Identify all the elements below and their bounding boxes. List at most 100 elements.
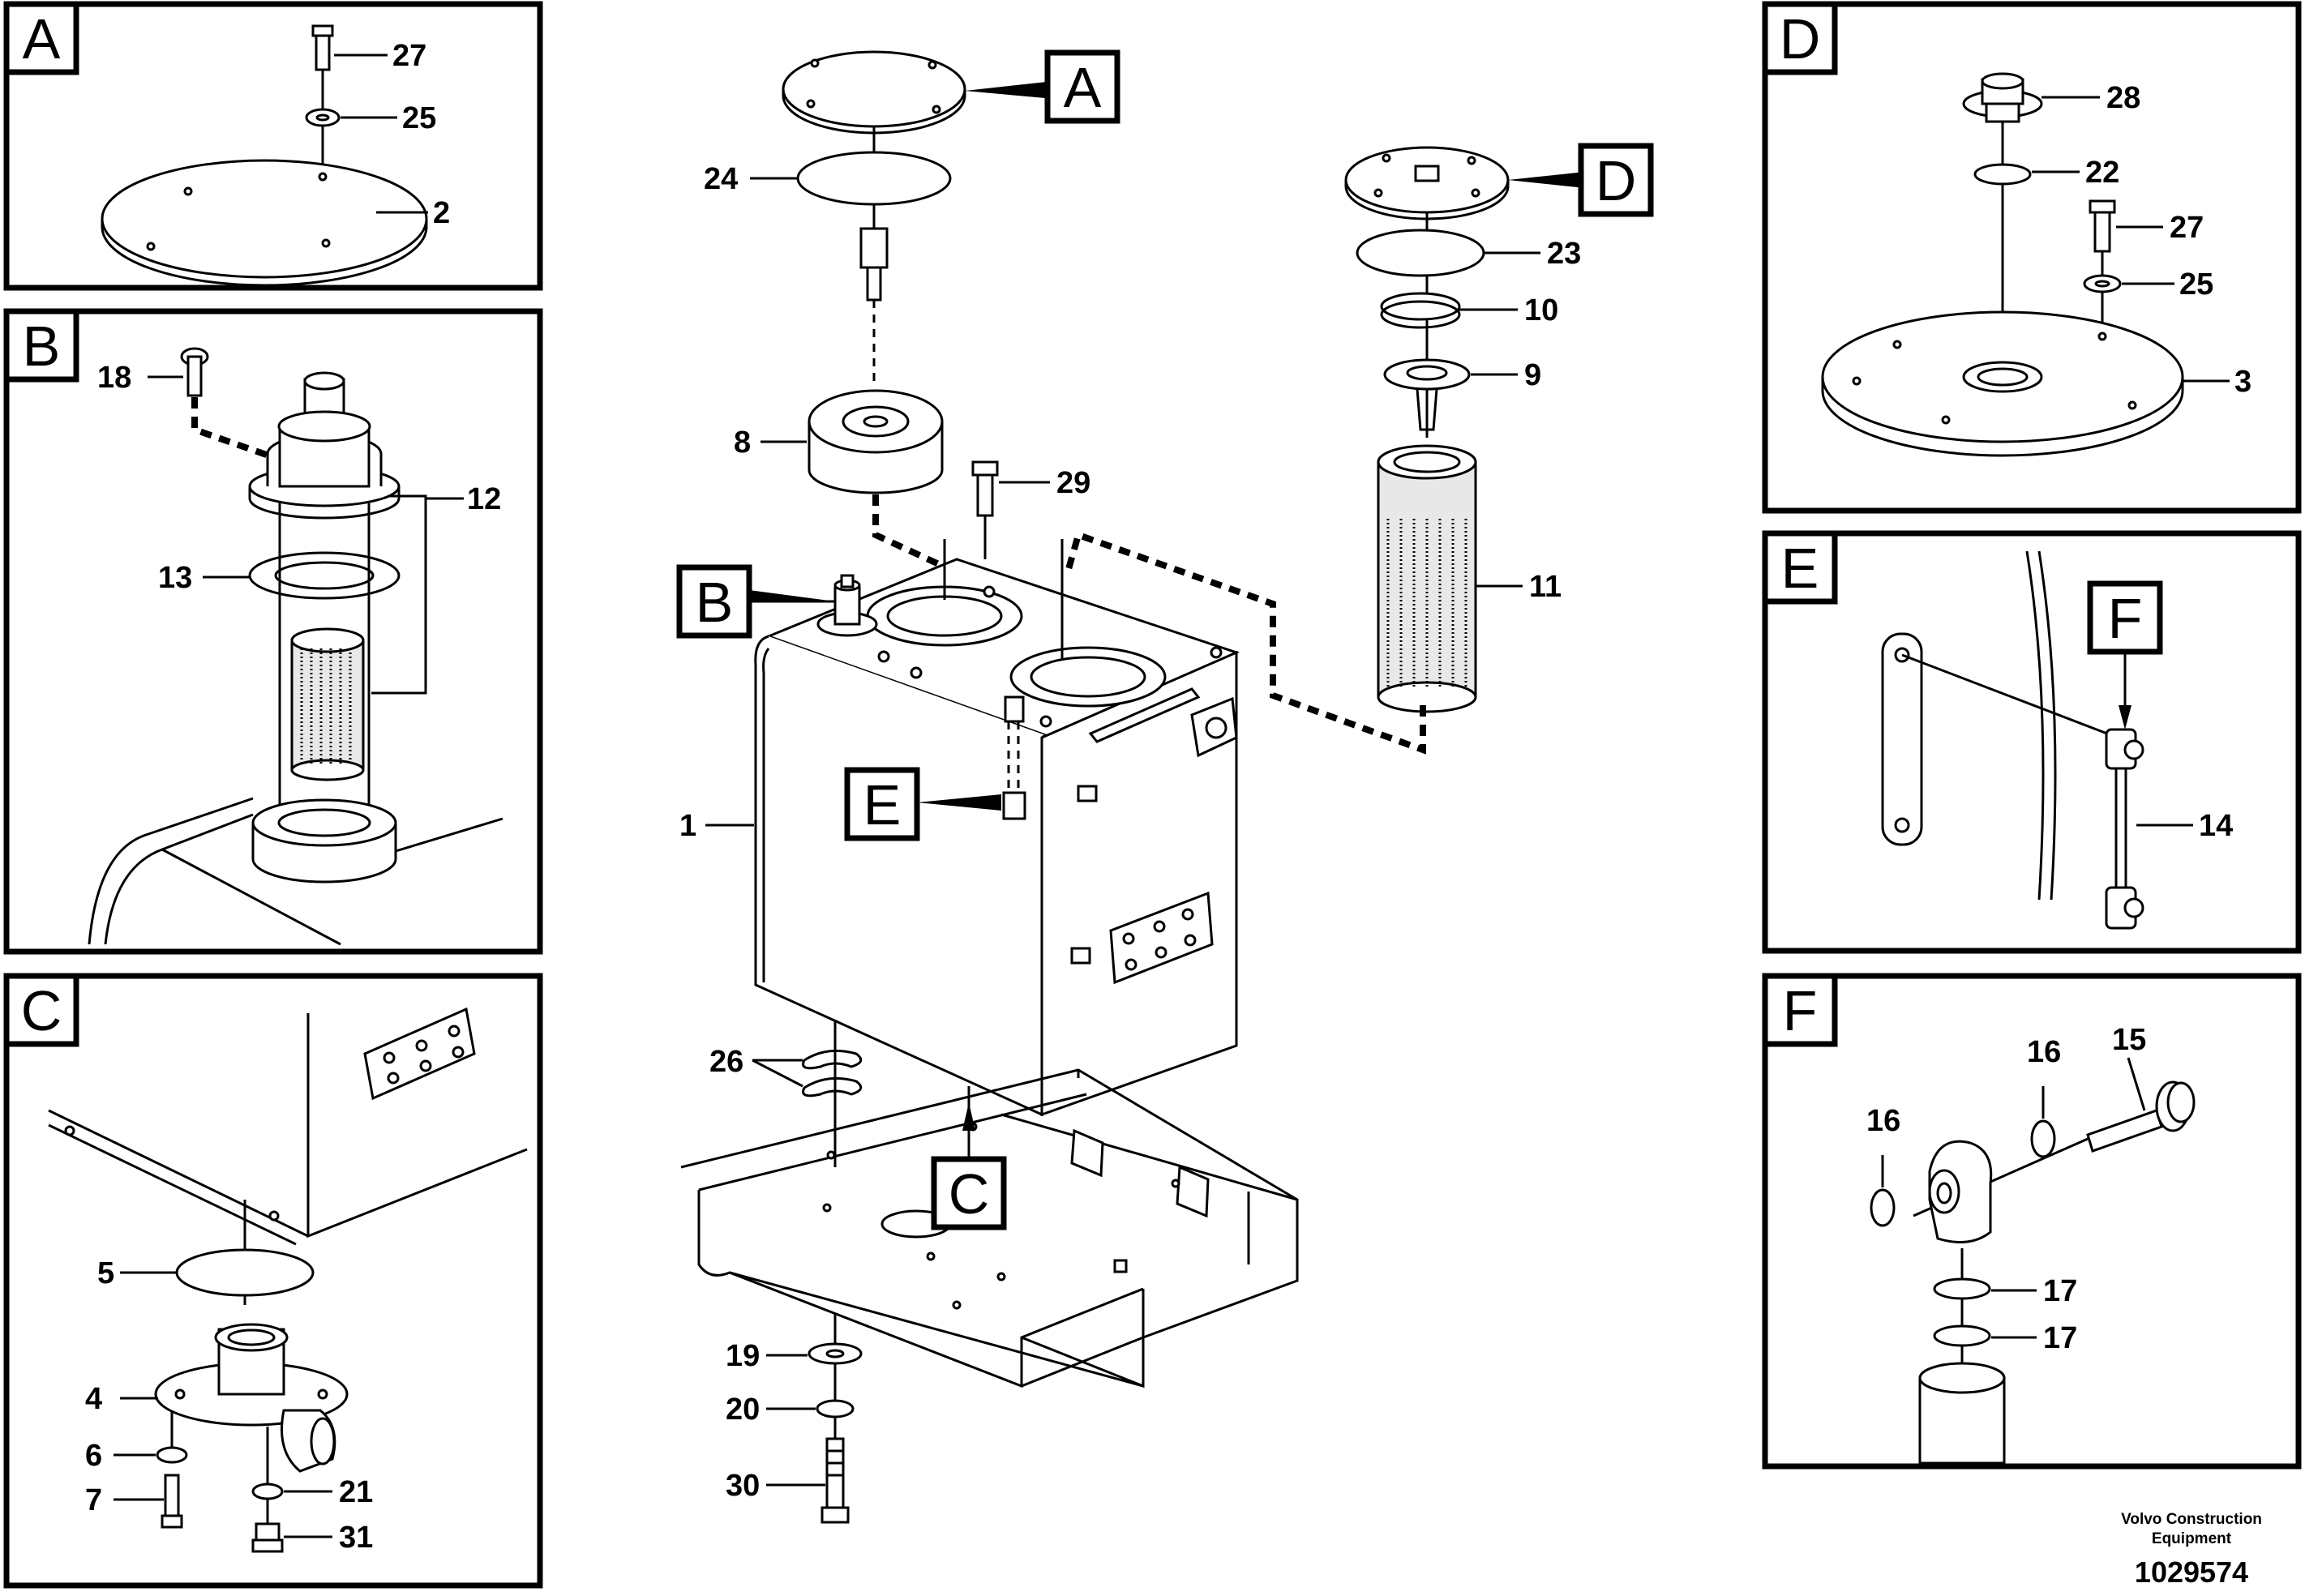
callout-13: 13 (158, 561, 192, 595)
filter-cover (1344, 146, 1510, 220)
o-ring-icon (1356, 229, 1485, 277)
callout-21: 21 (339, 1475, 373, 1509)
callout-9: 9 (1524, 358, 1541, 392)
bolt-icon (971, 460, 999, 517)
callout-25: 25 (402, 101, 436, 135)
bolt-icon (161, 1474, 183, 1529)
detail-panel-b: B 18 13 (3, 308, 543, 955)
panel-f-label: F (1783, 979, 1818, 1042)
detail-panel-d: D 28 22 27 25 (1762, 1, 2302, 514)
panel-b-label: B (23, 314, 61, 378)
panel-e-label-box (1762, 530, 1838, 605)
panel-a-label: A (23, 7, 61, 71)
gasket (248, 551, 401, 600)
hydraulic-tank (754, 539, 1240, 1117)
washer-icon (156, 1446, 188, 1464)
panel-c-label-box (3, 973, 79, 1047)
spring-icon (1380, 292, 1461, 329)
drawing-number: 1029574 (2134, 1555, 2249, 1589)
mounting-strap (1881, 632, 1923, 846)
filter-housing (248, 371, 401, 520)
callout-17: 17 (2043, 1274, 2077, 1308)
panel-d-label: D (1780, 7, 1821, 71)
callout-5: 5 (97, 1256, 114, 1290)
callout-29: 29 (1056, 466, 1090, 500)
filter-element (290, 627, 365, 781)
seal-icon (2030, 1119, 2056, 1158)
callout-7: 7 (85, 1483, 102, 1517)
tag-c-label: C (949, 1162, 990, 1226)
panel-d-label-box (1762, 1, 1838, 75)
banjo-fitting (1928, 1140, 1993, 1243)
seal-icon (1870, 1188, 1896, 1227)
tag-a-label: A (1064, 56, 1102, 119)
tag-d-box (1578, 143, 1654, 217)
panel-a-label-box (3, 1, 79, 75)
mounting-frame (680, 1068, 1299, 1388)
callout-15: 15 (2112, 1023, 2146, 1057)
callout-3: 3 (2234, 365, 2251, 399)
shim-icon (802, 1049, 863, 1098)
callout-12: 12 (467, 482, 501, 516)
plug-icon (251, 1522, 284, 1553)
o-ring-icon (1973, 163, 2032, 186)
callout-19: 19 (726, 1339, 760, 1373)
callout-22: 22 (2085, 156, 2119, 190)
tag-e-label: E (863, 773, 902, 837)
banjo-bolt (2086, 1080, 2196, 1153)
tank-outline (88, 797, 254, 945)
tag-a-box (1044, 49, 1120, 124)
panel-e-label: E (1781, 537, 1819, 600)
callout-25: 25 (2179, 267, 2213, 302)
sight-gauge (2105, 728, 2144, 930)
panel-c-label: C (21, 979, 62, 1042)
callout-16b: 16 (1866, 1104, 1900, 1138)
port-plate (363, 1007, 476, 1101)
callout-28: 28 (2106, 81, 2140, 115)
screw-icon (180, 347, 209, 397)
callout-16: 16 (2027, 1035, 2061, 1069)
tag-d-label: D (1596, 149, 1637, 212)
lock-washer-icon (816, 1399, 855, 1418)
callout-8: 8 (734, 426, 751, 460)
o-ring-icon (175, 1248, 315, 1297)
o-ring-icon (796, 151, 952, 206)
filter-cartridge (1377, 444, 1477, 713)
callout-30: 30 (726, 1469, 760, 1503)
detail-panel-f: F 15 16 16 17 17 (1762, 973, 2302, 1470)
callout-27: 27 (2170, 211, 2204, 245)
cover-plate (1821, 310, 2184, 457)
panel-b-label-box (3, 308, 79, 383)
bypass-valve (1383, 358, 1471, 431)
return-filter (808, 389, 944, 494)
tag-b-label: B (696, 571, 734, 634)
callout-11: 11 (1529, 570, 1562, 604)
detail-panel-c: C 5 (3, 973, 543, 1589)
level-sensor (859, 227, 889, 302)
callout-23: 23 (1547, 237, 1581, 271)
cover-plate (101, 159, 428, 287)
callout-10: 10 (1524, 293, 1558, 327)
callout-20: 20 (726, 1393, 760, 1427)
tag-e-box (844, 767, 920, 841)
tag-f-label: F (2108, 587, 2143, 650)
suction-flange (154, 1323, 349, 1473)
o-ring-icon (1933, 1277, 1991, 1300)
main-assembly: A 24 8 29 (676, 49, 1654, 1524)
callout-4: 4 (85, 1382, 102, 1416)
callout-6: 6 (85, 1439, 102, 1473)
breather-cap-icon (1962, 72, 2043, 123)
o-ring-icon (1933, 1324, 1991, 1347)
base-ring (251, 798, 397, 884)
callout-17b: 17 (2043, 1321, 2077, 1355)
callout-27: 27 (392, 39, 426, 73)
bolt-icon (2089, 199, 2116, 253)
callout-31: 31 (339, 1521, 373, 1555)
bolt-icon (311, 24, 334, 71)
seal-icon (251, 1483, 284, 1500)
callout-26: 26 (709, 1045, 743, 1079)
callout-24: 24 (704, 162, 738, 196)
detail-panel-a: A 27 25 2 (3, 1, 543, 291)
detail-panel-e: E 14 F (1762, 530, 2302, 954)
